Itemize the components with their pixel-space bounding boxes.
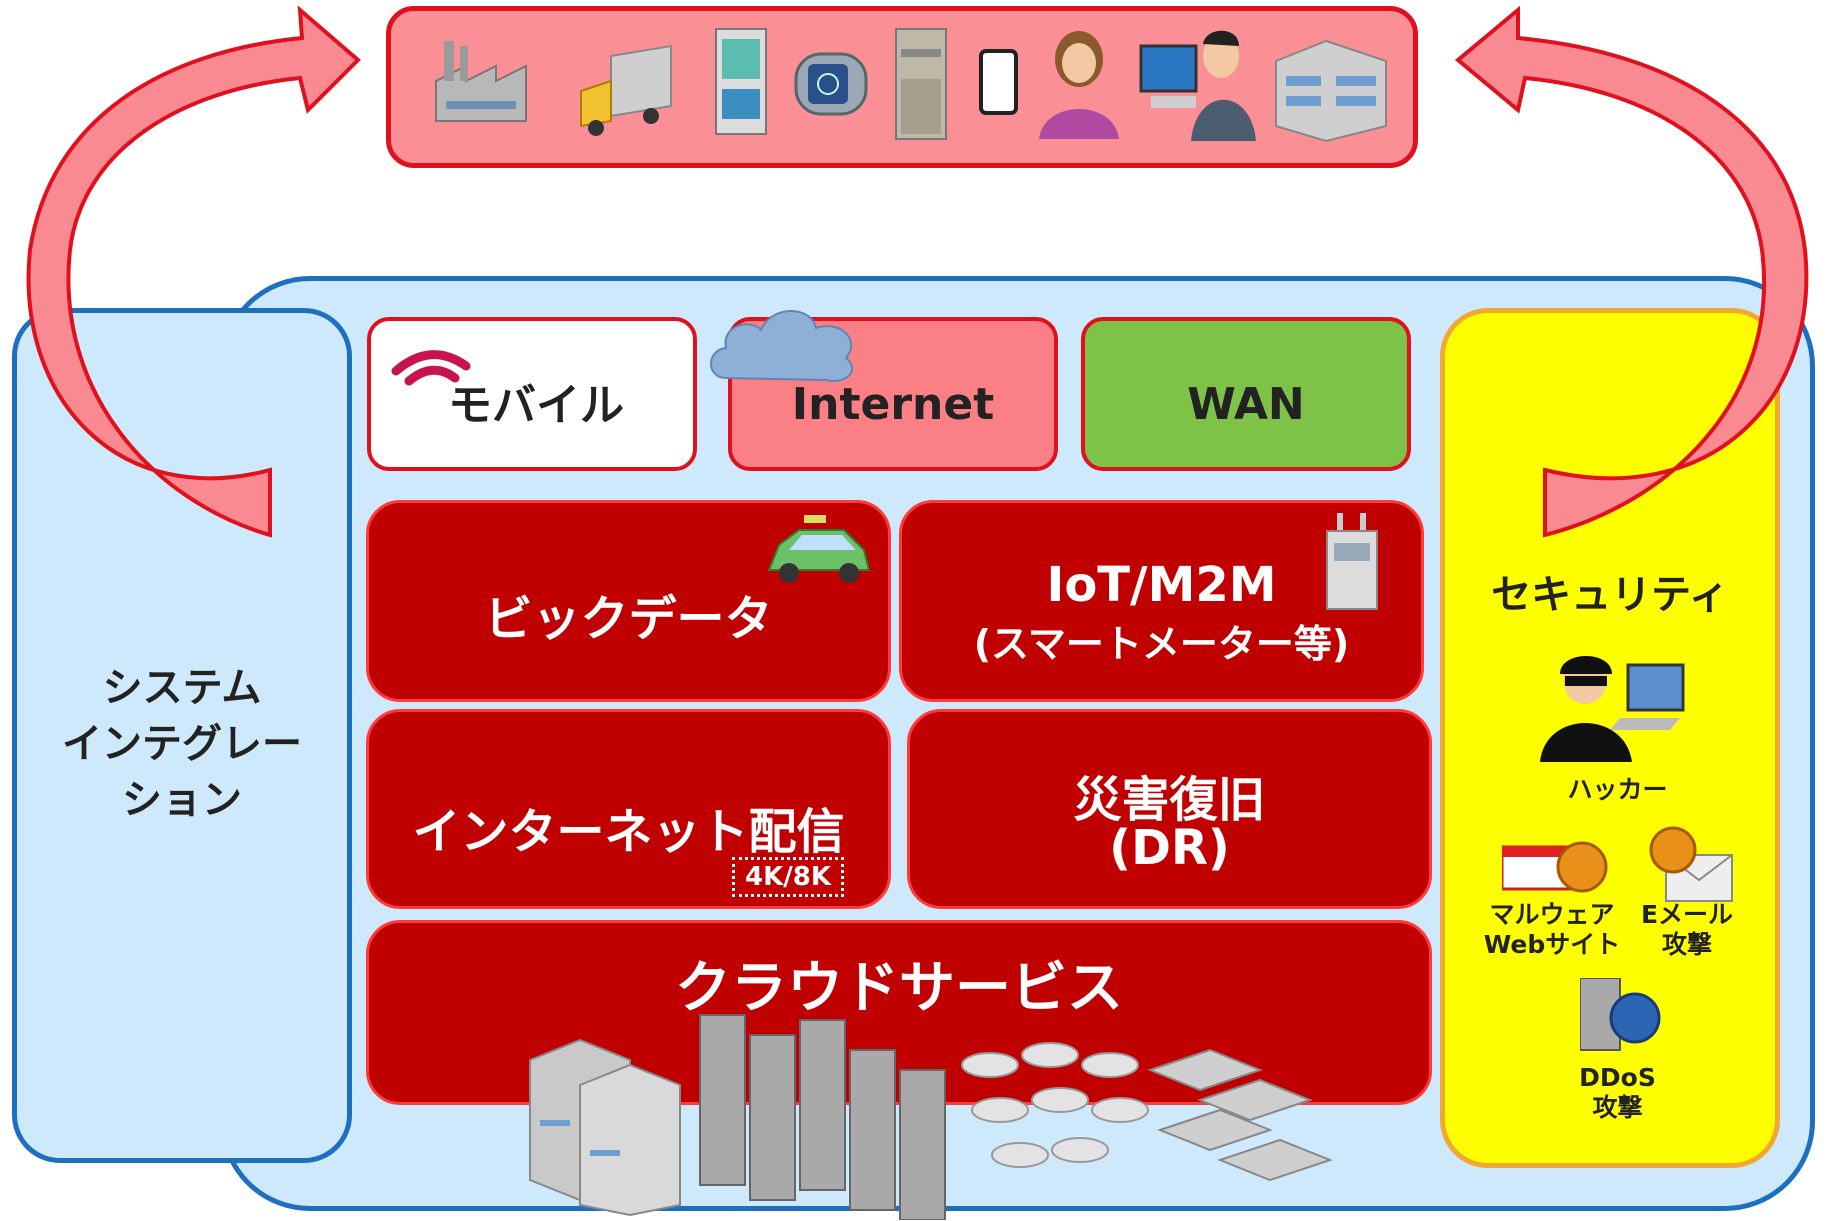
truck-icon	[580, 44, 672, 136]
smart-meter-icon	[1326, 513, 1378, 610]
email-attack-label: Eメール 攻撃	[1640, 900, 1734, 959]
copier-icon	[895, 28, 947, 140]
device-icons	[435, 28, 1387, 143]
internet-label: Internet	[791, 379, 995, 430]
hacker-icon	[1540, 656, 1685, 762]
office-worker-icon	[1139, 30, 1256, 141]
iot-title: IoT/M2M	[1046, 557, 1277, 613]
cloud-service-label: クラウドサービス	[675, 956, 1123, 1021]
iot-box: IoT/M2M (スマートメーター等)	[899, 500, 1424, 702]
wan-label: WAN	[1187, 379, 1305, 430]
network-switches-icon	[1147, 1048, 1333, 1182]
dr-subtitle: (DR)	[1109, 820, 1230, 876]
smartwatch-icon	[794, 52, 868, 116]
smartphone-icon	[979, 49, 1018, 115]
ddos-server-icon	[1580, 978, 1661, 1051]
bigdata-label: ビックデータ	[484, 591, 773, 647]
woman-icon	[1039, 31, 1119, 139]
taxi-icon	[767, 515, 871, 583]
malware-website-icon	[1502, 841, 1608, 893]
wan-network-box: WAN	[1081, 317, 1411, 471]
factory-icon	[435, 41, 527, 122]
iot-subtitle: (スマートメーター等)	[973, 622, 1350, 666]
security-title: セキュリティ	[1491, 572, 1729, 618]
mobile-network-box: モバイル	[367, 317, 697, 471]
mobile-label: モバイル	[448, 380, 624, 431]
wifi-signal-icon	[391, 350, 471, 386]
bigdata-box: ビックデータ	[366, 500, 891, 702]
resolution-badge: 4K/8K	[732, 857, 844, 897]
vending-machine-icon	[715, 28, 767, 135]
malware-label: マルウェア Webサイト	[1483, 900, 1621, 959]
internet-distribution-box: インターネット配信 4K/8K	[366, 709, 891, 909]
malicious-email-icon	[1649, 826, 1733, 902]
endpoint-devices-strip	[386, 6, 1418, 168]
cloud-icon	[710, 310, 854, 382]
disk-storage-icon	[961, 1042, 1149, 1168]
dr-title: 災害復旧	[1073, 772, 1266, 828]
datacenter-illustration	[529, 1014, 1333, 1220]
disaster-recovery-box: 災害復旧 (DR)	[907, 709, 1432, 909]
internet-distribution-label: インターネット配信	[412, 804, 845, 860]
office-building-icon	[1275, 39, 1387, 143]
hacker-label: ハッカー	[1567, 775, 1668, 804]
rack-servers-icon	[699, 1014, 946, 1220]
ddos-label: DDoS 攻撃	[1579, 1063, 1656, 1122]
system-integration-label: システム インテグレー ション	[62, 665, 302, 823]
server-building-icon	[529, 1038, 681, 1217]
